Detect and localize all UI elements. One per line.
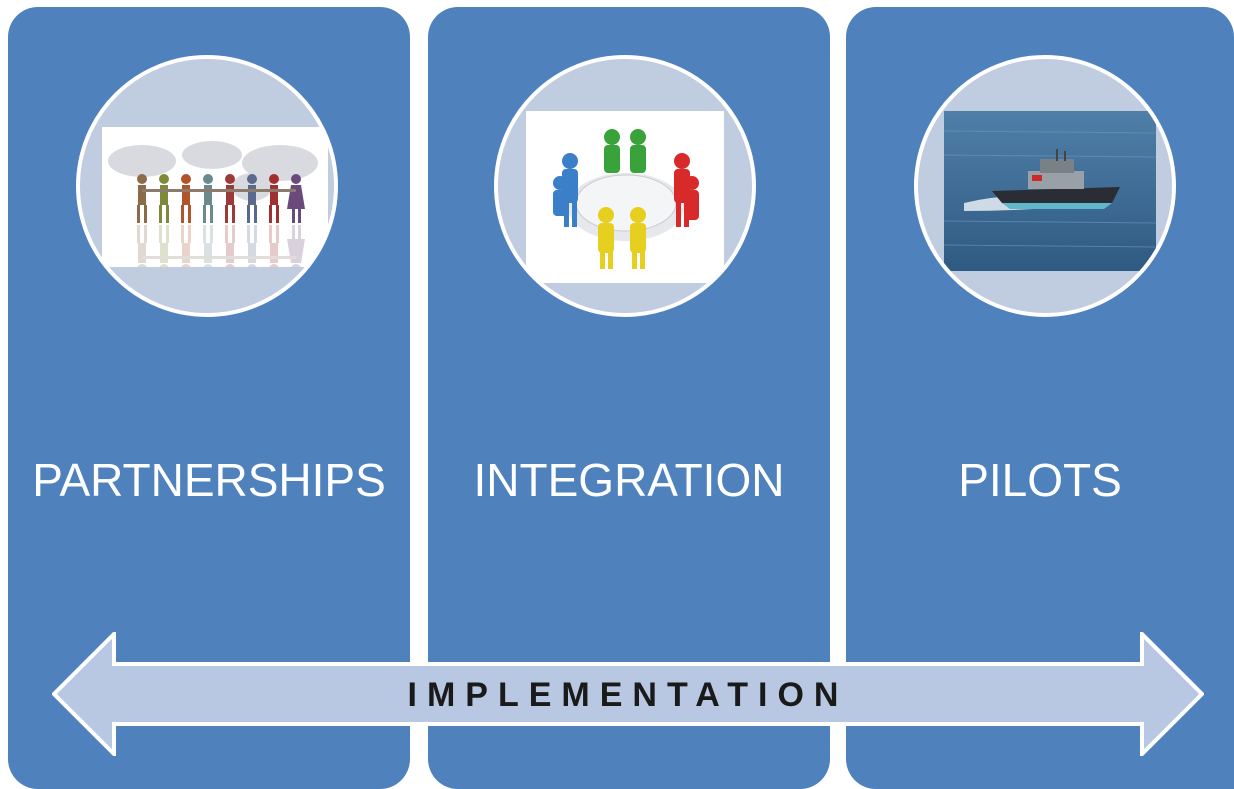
pilot-boat-on-water-photo (944, 111, 1156, 271)
panel-label: INTEGRATION (473, 454, 785, 506)
panel-label: PARTNERSHIPS (32, 454, 386, 506)
double-arrow-shape (52, 632, 1204, 756)
image-circle (914, 55, 1176, 317)
people-holding-hands-over-world-map-icon (102, 127, 328, 267)
panel-label: PILOTS (958, 454, 1122, 506)
arrow-label: IMPLEMENTATION (407, 676, 849, 714)
panel-partnerships: PARTNERSHIPS (8, 7, 410, 789)
puzzle-team-figures-icon (526, 111, 724, 283)
panel-integration: INTEGRATION (428, 7, 830, 789)
image-circle (76, 55, 338, 317)
image-circle (494, 55, 756, 317)
